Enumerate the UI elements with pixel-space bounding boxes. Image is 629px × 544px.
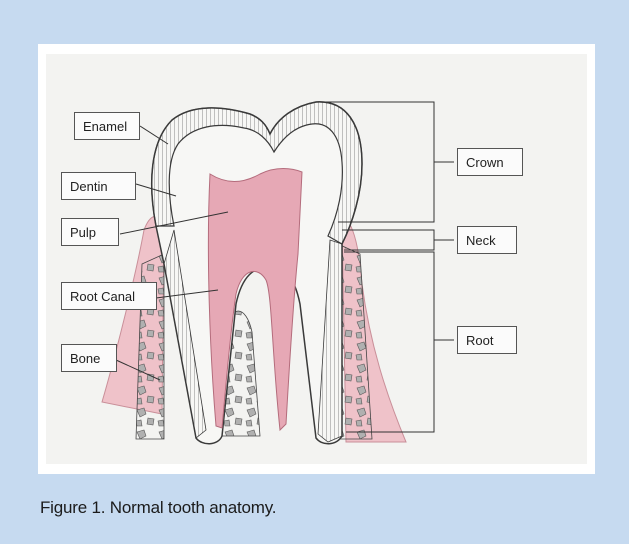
label-neck: Neck: [457, 226, 517, 254]
label-bone: Bone: [61, 344, 117, 372]
label-enamel: Enamel: [74, 112, 140, 140]
figure-caption: Figure 1. Normal tooth anatomy.: [40, 498, 276, 518]
neck-bracket: [342, 230, 454, 250]
label-pulp: Pulp: [61, 218, 119, 246]
label-crown: Crown: [457, 148, 523, 176]
label-root: Root: [457, 326, 517, 354]
label-root-canal: Root Canal: [61, 282, 157, 310]
figure-panel: Enamel Dentin Pulp Root Canal Bone Crown…: [38, 44, 595, 474]
tooth-drawing: Enamel Dentin Pulp Root Canal Bone Crown…: [46, 54, 587, 464]
label-dentin: Dentin: [61, 172, 136, 200]
